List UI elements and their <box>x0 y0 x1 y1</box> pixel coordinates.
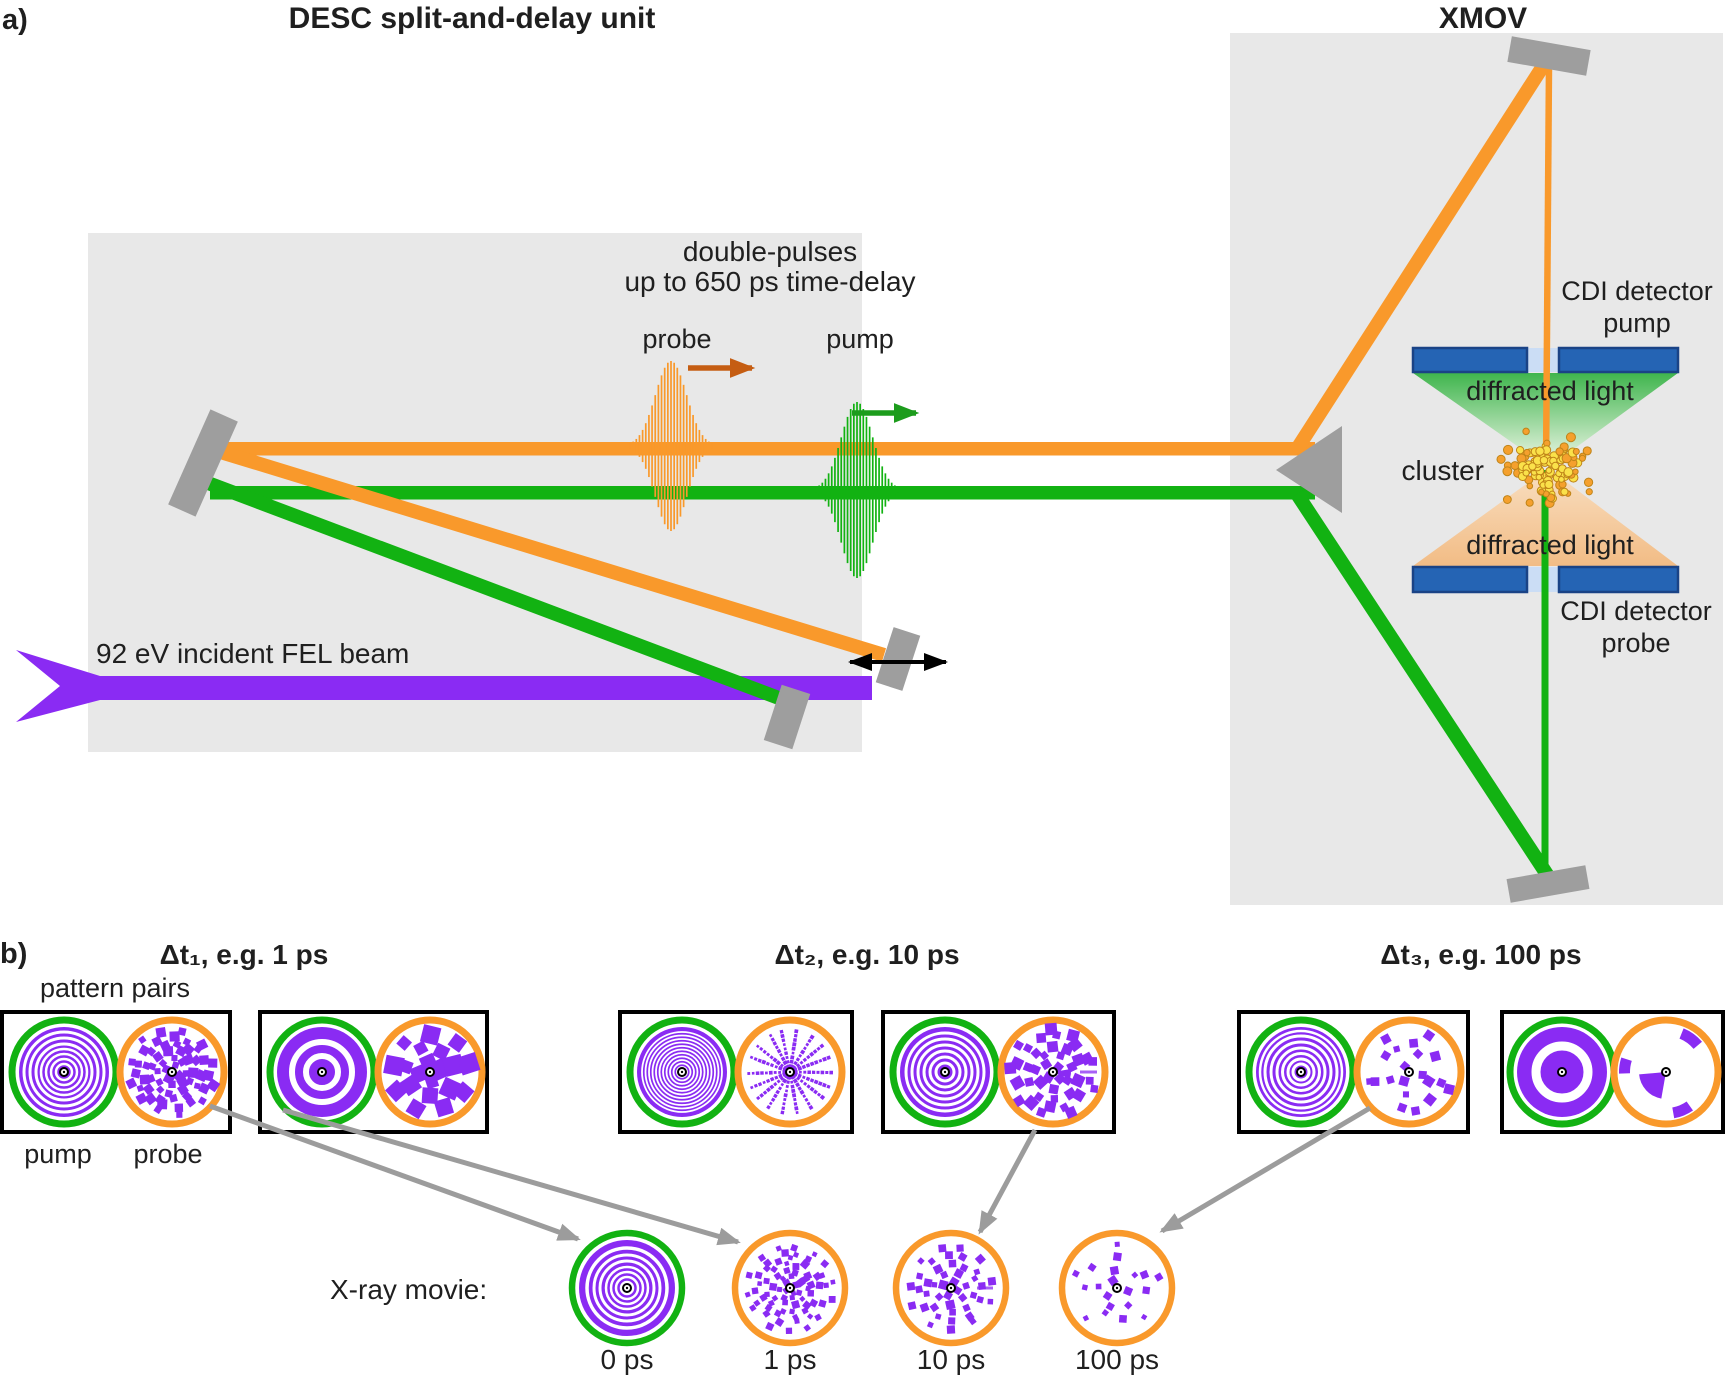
cdi-detector-probe-right <box>1557 565 1680 594</box>
probe-pattern-circle <box>116 1016 228 1128</box>
pump-detector-gap <box>1527 348 1559 372</box>
double-pulse-note-line1: double-pulses <box>682 236 858 267</box>
pattern-pump-label: pump <box>24 1139 92 1169</box>
probe-beam-horizontal <box>215 442 1315 456</box>
pump-delay-mirror <box>763 684 811 750</box>
movie-frame-time-3: 100 ps <box>1074 1344 1160 1375</box>
probe-pattern-circle <box>1610 1016 1722 1128</box>
map-arrow-10ps <box>977 1128 1038 1235</box>
delay-group1-title: Δt₁, e.g. 1 ps <box>159 939 329 970</box>
pump-pattern-circle <box>266 1016 378 1128</box>
separator-prism-mirror <box>1276 426 1342 513</box>
cdi-detector-pump-label-line2: pump <box>1603 308 1671 338</box>
fel-beam <box>16 650 872 722</box>
pattern-pair-box-5 <box>1237 1010 1470 1134</box>
pump-pattern-circle <box>889 1016 1001 1128</box>
pump-beam-to-cluster <box>1542 65 1553 467</box>
probe-pattern-circle <box>374 1016 486 1128</box>
panel-b-label: b) <box>0 938 28 970</box>
xray-movie-label: X-ray movie: <box>330 1274 488 1305</box>
movie-frame-circle-1 <box>731 1229 849 1347</box>
map-arrow-1ps <box>282 1107 741 1246</box>
pattern-pair-box-3 <box>618 1010 854 1134</box>
cdi-detector-probe-label-line1: CDI detector <box>1560 596 1712 626</box>
movie-frame-circle-0 <box>568 1229 686 1347</box>
pump-beam-up-diagonal <box>1289 59 1551 456</box>
probe-pattern-circle <box>734 1016 846 1128</box>
pattern-pair-box-6 <box>1500 1010 1725 1134</box>
desc-title: DESC split-and-delay unit <box>288 2 656 35</box>
double-pulse-note-line2: up to 650 ps time-delay <box>624 266 916 297</box>
cdi-detector-pump-right <box>1557 346 1680 374</box>
xray-movie-row <box>568 1229 1176 1347</box>
pump-pulse-label: pump <box>826 324 894 354</box>
pump-pattern-circle <box>1506 1016 1618 1128</box>
movie-frame-circle-3 <box>1058 1229 1176 1347</box>
pump-beam-horizontal <box>210 486 1315 500</box>
pattern-pair-box-1 <box>0 1010 232 1134</box>
pattern-pairs-label: pattern pairs <box>39 973 191 1003</box>
cdi-detector-pump-left <box>1411 346 1529 374</box>
cluster-label: cluster <box>1401 455 1484 486</box>
probe-pattern-circle <box>1353 1016 1465 1128</box>
movie-frame-time-0: 0 ps <box>600 1344 654 1375</box>
xmov-top-mirror <box>1507 36 1591 76</box>
diffracted-light-top-label: diffracted light <box>1466 376 1634 406</box>
movie-frame-time-1: 1 ps <box>763 1344 817 1375</box>
cdi-detector-probe-label-line2: probe <box>1601 628 1671 658</box>
map-arrow-0ps <box>209 1103 581 1242</box>
xmov-title: XMOV <box>1438 2 1528 35</box>
cdi-detector-pump-label-line1: CDI detector <box>1561 276 1713 306</box>
pattern-pair-box-4 <box>881 1010 1116 1134</box>
pattern-pairs-section <box>0 1010 1725 1134</box>
pump-beam-diagonal <box>205 476 803 713</box>
pattern-probe-label: probe <box>133 1139 203 1169</box>
map-arrow-100ps <box>1159 1105 1372 1234</box>
pump-pattern-circle <box>626 1016 738 1128</box>
movie-frame-circle-2 <box>892 1229 1010 1347</box>
diffracted-light-bottom-label: diffracted light <box>1466 530 1634 560</box>
cdi-detector-probe-left <box>1411 565 1529 594</box>
pump-pulse-wave-packet <box>815 402 899 578</box>
delay-group2-title: Δt₂, e.g. 10 ps <box>774 939 960 970</box>
pump-pattern-circle <box>1245 1016 1357 1128</box>
probe-pattern-circle <box>997 1016 1109 1128</box>
probe-pulse-wave-packet <box>629 361 713 531</box>
pump-pattern-circle <box>8 1016 120 1128</box>
movie-frame-time-2: 10 ps <box>916 1344 986 1375</box>
delay-group3-title: Δt₃, e.g. 100 ps <box>1380 939 1582 970</box>
probe-beam-diagonal <box>211 443 887 662</box>
cluster-atoms <box>1496 427 1594 509</box>
probe-pulse-label: probe <box>642 324 712 354</box>
fel-beam-label: 92 eV incident FEL beam <box>96 638 410 669</box>
probe-beam-down-diagonal <box>1291 490 1554 880</box>
xmov-bottom-mirror <box>1506 865 1590 903</box>
split-mirror <box>168 409 238 517</box>
panel-a-label: a) <box>2 4 28 36</box>
